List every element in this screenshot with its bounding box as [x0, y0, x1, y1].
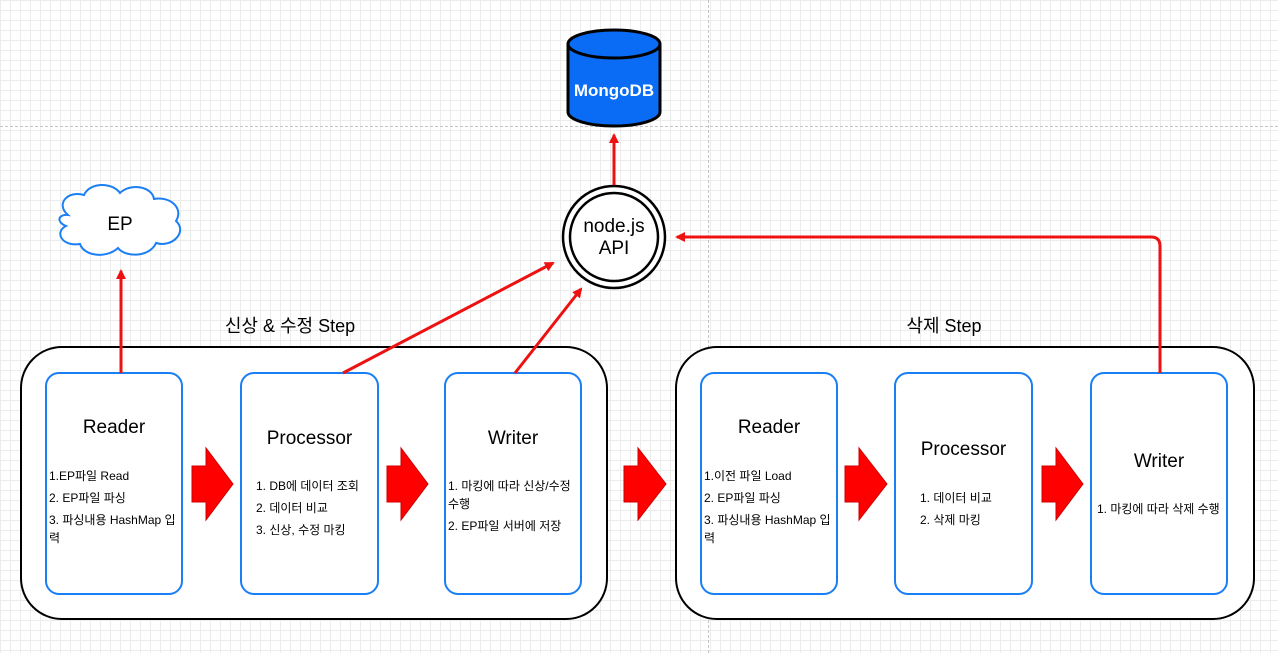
grid-guide-vertical — [708, 0, 709, 653]
card-processor-1: Processor 1. DB에 데이터 조회 2. 데이터 비교 3. 신상,… — [240, 372, 379, 595]
group-title-create-update: 신상 & 수정 Step — [224, 316, 356, 336]
card-item: 2. EP파일 파싱 — [704, 491, 781, 505]
card-reader-1: Reader 1.EP파일 Read 2. EP파일 파싱 3. 파싱내용 Ha… — [45, 372, 183, 595]
card-title: Writer — [487, 428, 539, 449]
ep-cloud-icon — [58, 184, 182, 256]
card-item: 1. DB에 데이터 조회 — [256, 479, 359, 493]
flow-arrow-icon — [1041, 446, 1084, 522]
card-item: 3. 파싱내용 HashMap 입력 — [49, 513, 176, 545]
card-title: Processor — [266, 428, 353, 449]
card-title: Reader — [737, 417, 801, 438]
arrow-delete-writer-to-api — [675, 232, 1162, 373]
card-item: 3. 파싱내용 HashMap 입력 — [704, 513, 831, 545]
card-item: 1.EP파일 Read — [49, 469, 130, 483]
mongodb-database-icon — [566, 28, 662, 128]
card-item: 1.이전 파일 Load — [704, 469, 792, 483]
flow-arrow-icon — [623, 446, 667, 522]
api-label-line2: API — [598, 238, 630, 259]
ep-label: EP — [107, 214, 133, 235]
grid-guide-horizontal — [0, 126, 1278, 127]
card-reader-2: Reader 1.이전 파일 Load 2. EP파일 파싱 3. 파싱내용 H… — [700, 372, 838, 595]
card-item: 1. 마킹에 따라 삭제 수행 — [1097, 502, 1220, 516]
api-node-icon — [561, 184, 667, 290]
card-title: Reader — [82, 417, 146, 438]
api-label-line1: node.js — [583, 216, 645, 237]
card-items: 1. DB에 데이터 조회 2. 데이터 비교 3. 신상, 수정 마킹 — [256, 477, 378, 543]
card-title: Writer — [1133, 451, 1185, 472]
card-item: 1. 데이터 비교 — [920, 491, 992, 505]
card-writer-2: Writer 1. 마킹에 따라 삭제 수행 — [1090, 372, 1228, 595]
card-item: 2. 삭제 마킹 — [920, 513, 981, 527]
flow-arrow-icon — [191, 446, 234, 522]
flow-arrow-icon — [386, 446, 429, 522]
card-processor-2: Processor 1. 데이터 비교 2. 삭제 마킹 — [894, 372, 1033, 595]
arrow-writer-to-api — [513, 287, 583, 374]
card-items: 1.이전 파일 Load 2. EP파일 파싱 3. 파싱내용 HashMap … — [704, 467, 836, 551]
card-title: Processor — [920, 439, 1007, 460]
card-items: 1. 마킹에 따라 신상/수정 수행 2. EP파일 서버에 저장 — [448, 477, 580, 539]
card-items: 1. 마킹에 따라 삭제 수행 — [1097, 500, 1227, 522]
group-title-delete: 삭제 Step — [906, 316, 982, 336]
card-item: 2. EP파일 서버에 저장 — [448, 519, 562, 533]
card-item: 1. 마킹에 따라 신상/수정 수행 — [448, 479, 571, 511]
flow-arrow-icon — [844, 446, 888, 522]
card-item: 2. 데이터 비교 — [256, 501, 328, 515]
card-item: 2. EP파일 파싱 — [49, 491, 126, 505]
card-items: 1. 데이터 비교 2. 삭제 마킹 — [920, 489, 1032, 533]
mongodb-label: MongoDB — [573, 81, 655, 100]
card-writer-1: Writer 1. 마킹에 따라 신상/수정 수행 2. EP파일 서버에 저장 — [444, 372, 582, 595]
card-item: 3. 신상, 수정 마킹 — [256, 523, 346, 537]
card-items: 1.EP파일 Read 2. EP파일 파싱 3. 파싱내용 HashMap 입… — [49, 467, 181, 551]
arrow-processor-to-api — [342, 261, 555, 375]
